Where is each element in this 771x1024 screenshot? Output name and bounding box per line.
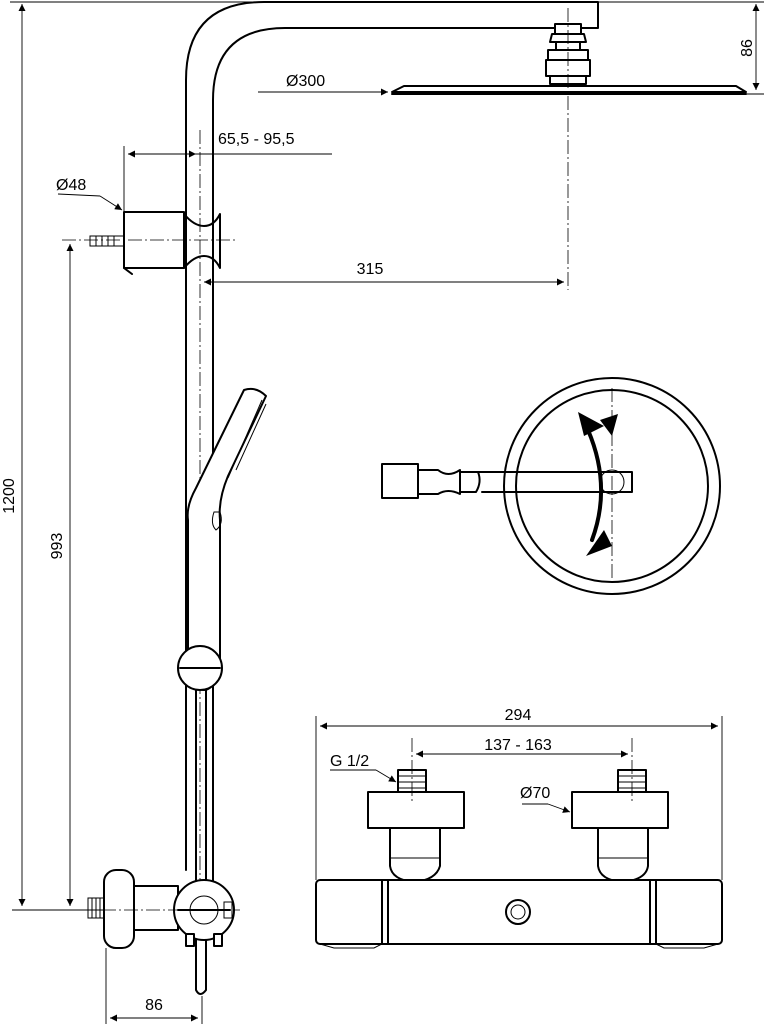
mixer-width-label: 294 bbox=[505, 707, 532, 724]
inlet-centres-label: 137 - 163 bbox=[484, 737, 552, 754]
head-diameter-label: Ø300 bbox=[286, 73, 325, 90]
escutcheon-diameter-label: Ø70 bbox=[520, 785, 550, 802]
rotation-top-view bbox=[381, 377, 721, 595]
inlet-thread-label: G 1/2 bbox=[330, 753, 369, 770]
mixer-side-view bbox=[14, 869, 240, 949]
head-height-label: 86 bbox=[739, 39, 756, 57]
overhead-shower-head bbox=[391, 8, 747, 290]
wall-bracket bbox=[62, 211, 238, 275]
mixer-front-view bbox=[315, 738, 723, 949]
dimension-lines bbox=[10, 1, 764, 1024]
bracket-distance-label: 315 bbox=[357, 261, 384, 278]
total-height-label: 1200 bbox=[1, 478, 18, 514]
mixer-depth-label: 86 bbox=[145, 997, 163, 1014]
dimension-labels: Ø300 86 65,5 - 95,5 Ø48 315 1200 993 86 … bbox=[1, 39, 756, 1014]
bracket-diameter-label: Ø48 bbox=[56, 177, 86, 194]
hand-shower bbox=[177, 387, 267, 995]
bar-height-label: 993 bbox=[49, 533, 66, 560]
arm-range-label: 65,5 - 95,5 bbox=[218, 131, 295, 148]
